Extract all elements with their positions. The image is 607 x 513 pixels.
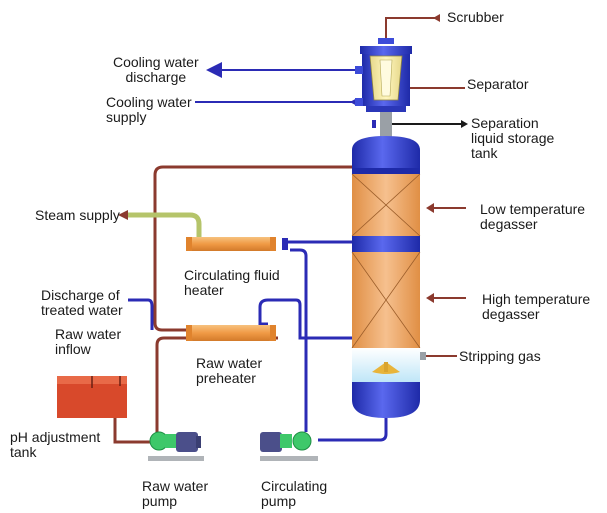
steam-supply-label: Steam supply [35,207,120,223]
degasser-column [351,136,426,418]
separator [355,38,412,112]
cooling-lines [195,62,360,106]
steam-line [125,212,202,237]
scrubber-label: Scrubber [447,9,504,25]
steam-arrow [118,210,128,220]
circulation-piping [128,240,388,442]
circulating-fluid-heater [186,237,288,251]
separator-column-connector [372,112,392,138]
separator-label: Separator [467,76,529,92]
raw-water-pump [148,431,204,461]
ph-adjustment-tank [57,376,127,418]
raw-water-preheater [186,325,276,341]
stripping-gas-label: Stripping gas [459,348,541,364]
leader-lines [385,14,466,357]
circulating-pump [260,431,318,461]
